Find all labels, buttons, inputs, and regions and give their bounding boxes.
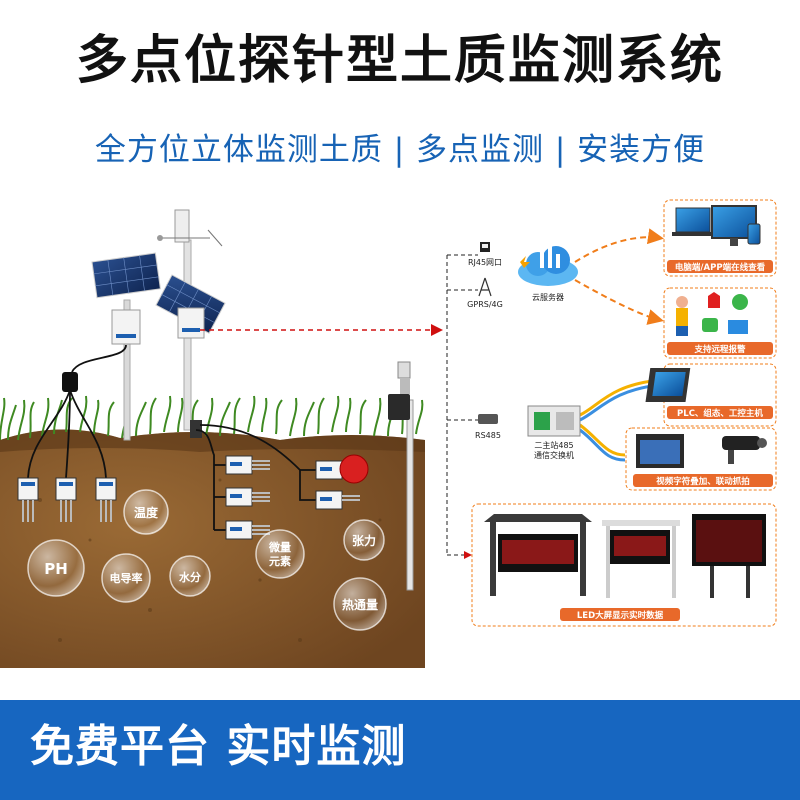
rs485-port-icon: RS485: [475, 414, 501, 440]
svg-text:GPRS/4G: GPRS/4G: [467, 300, 503, 309]
panel-led: LED大屏显示实时数据: [471, 503, 777, 627]
svg-text:RS485: RS485: [475, 431, 501, 440]
svg-text:微量: 微量: [268, 540, 291, 554]
bubble-ph: PH: [27, 539, 85, 597]
soil-probe-group-left: [17, 477, 117, 522]
svg-text:视频字符叠加、联动抓拍: 视频字符叠加、联动抓拍: [656, 476, 750, 487]
panel-plc: PLC、组态、工控主机: [645, 363, 777, 427]
probe-cable-left: [27, 344, 127, 479]
svg-text:通信交换机: 通信交换机: [534, 450, 574, 460]
communication-switch: 二主站485 通信交换机: [527, 405, 581, 460]
svg-text:热通量: 热通量: [342, 597, 378, 612]
svg-text:电脑端/APP端在线查看: 电脑端/APP端在线查看: [675, 262, 766, 273]
soil-probe-group-right: [225, 454, 369, 540]
svg-text:张力: 张力: [352, 533, 376, 548]
cable-splitter: [62, 372, 78, 392]
weather-station-mast: [155, 209, 226, 438]
svg-text:温度: 温度: [134, 505, 159, 520]
svg-text:二主站485: 二主站485: [534, 440, 573, 450]
bubble-tension: 张力: [343, 519, 385, 561]
panel-alarm: 支持远程报警: [663, 287, 777, 359]
bubble-conductivity: 电导率: [101, 553, 151, 603]
bubble-moisture: 水分: [169, 555, 211, 597]
page-title: 多点位探针型土质监测系统: [75, 31, 724, 91]
footer-slogan: 免费平台 实时监测: [30, 721, 407, 772]
bubble-temperature: 温度: [123, 489, 169, 535]
bubble-heat-flux: 热通量: [333, 577, 387, 631]
footer-band: [0, 700, 800, 800]
ethernet-port-icon: RJ45网口: [468, 242, 502, 267]
svg-text:LED大屏显示实时数据: LED大屏显示实时数据: [577, 610, 664, 621]
connection-lines: [200, 228, 664, 559]
svg-text:电导率: 电导率: [110, 571, 143, 585]
solar-station-left: [91, 252, 161, 441]
svg-text:PH: PH: [44, 560, 68, 578]
svg-text:云服务器: 云服务器: [532, 292, 564, 302]
svg-text:水分: 水分: [179, 570, 201, 584]
antenna-tower-icon: GPRS/4G: [467, 277, 503, 309]
page-subtitle: 全方位立体监测土质 | 多点监测 | 安装方便: [94, 132, 706, 168]
svg-text:RJ45网口: RJ45网口: [468, 258, 502, 267]
svg-text:支持远程报警: 支持远程报警: [693, 344, 746, 355]
svg-text:元素: 元素: [269, 554, 291, 568]
tube-probe: [388, 361, 414, 591]
panel-pc-app: 电脑端/APP端在线查看: [663, 199, 777, 277]
cloud-server-icon: 云服务器: [518, 246, 578, 302]
panel-video: 视频字符叠加、联动抓拍: [625, 427, 777, 491]
probe-cable-right: [195, 424, 316, 531]
svg-text:PLC、组态、工控主机: PLC、组态、工控主机: [677, 408, 763, 419]
